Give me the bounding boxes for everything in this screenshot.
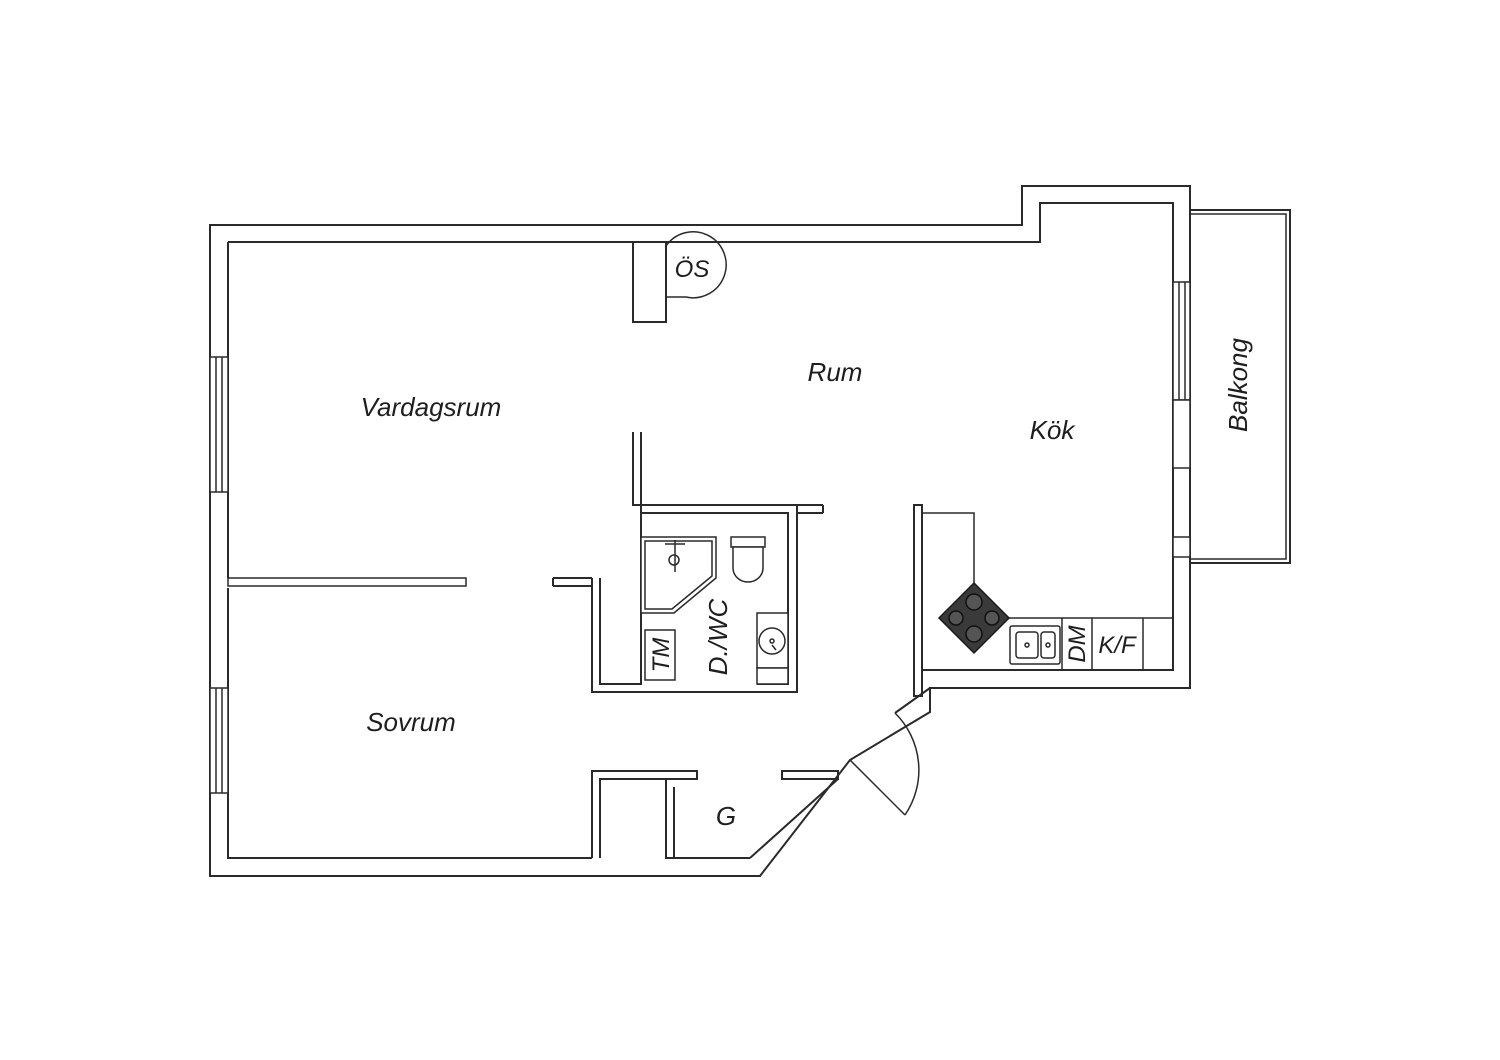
room-label-hall: G bbox=[716, 801, 736, 831]
appliance-label-dishwasher: DM bbox=[1064, 625, 1091, 662]
room-label-bathroom: D./WC bbox=[703, 599, 733, 676]
room-label-storage: ÖS bbox=[675, 256, 710, 283]
window-sovrum bbox=[209, 687, 229, 794]
kitchen-counter bbox=[922, 512, 1173, 670]
room-label-kok: Kök bbox=[1030, 415, 1077, 445]
storage-circle bbox=[665, 231, 727, 299]
interior-walls bbox=[227, 242, 923, 859]
balcony bbox=[1190, 209, 1291, 564]
window-vardagsrum bbox=[209, 356, 229, 493]
balcony-door bbox=[1172, 399, 1191, 558]
washbasin-icon bbox=[756, 612, 789, 685]
stove-icon bbox=[937, 581, 1011, 655]
room-label-sovrum: Sovrum bbox=[366, 707, 456, 737]
window-kok bbox=[1172, 281, 1191, 401]
room-label-rum: Rum bbox=[808, 357, 863, 387]
kitchen-sink-icon bbox=[1009, 625, 1061, 665]
appliance-label-fridge-freezer: K/F bbox=[1098, 632, 1137, 659]
room-label-vardagsrum: Vardagsrum bbox=[361, 392, 502, 422]
appliance-label-washer: TM bbox=[648, 638, 675, 673]
room-label-balkong: Balkong bbox=[1223, 337, 1253, 431]
outer-walls bbox=[209, 185, 1191, 877]
shower-icon bbox=[640, 536, 717, 614]
entrance-door bbox=[849, 687, 931, 816]
washer-box bbox=[644, 629, 676, 681]
toilet-icon bbox=[730, 536, 766, 583]
